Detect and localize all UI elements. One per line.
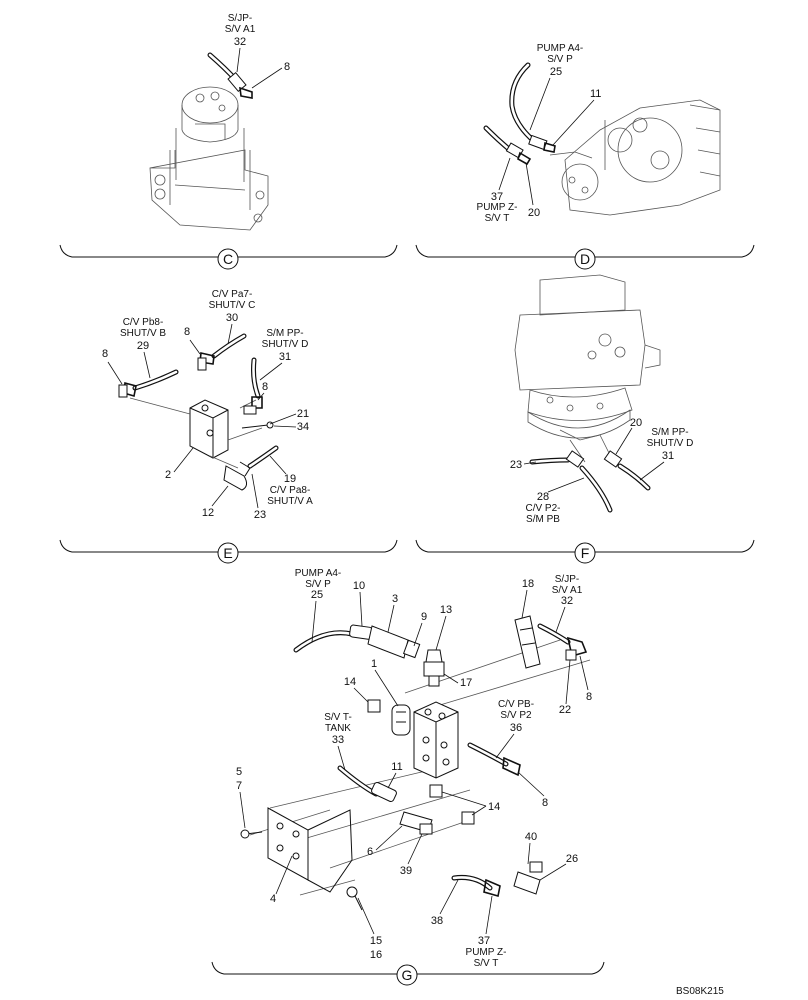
label-d-pump-z-1: PUMP Z- [477,202,518,213]
callout-g-7: 7 [236,780,242,792]
callout-g-25: 25 [311,589,323,601]
callout-d-37: 37 [491,191,503,203]
callout-g-14-bottom: 14 [488,801,500,813]
label-e-cv-pa8-2: SHUT/V A [267,496,313,507]
label-d-pump-z-2: S/V T [485,213,510,224]
callout-g-18: 18 [522,578,534,590]
pump-ghost [549,99,721,216]
label-g-cv-pb-1: C/V PB- [498,699,534,710]
callout-c-8: 8 [284,61,290,73]
callout-g-8-lower: 8 [542,797,548,809]
callout-g-22: 22 [559,704,571,716]
callout-g-33: 33 [332,734,344,746]
callout-g-10: 10 [353,580,365,592]
diagram-id: BS08K215 [676,986,724,997]
callout-f-20: 20 [630,417,642,429]
view-letter-e: E [223,545,232,561]
view-d: PUMP A4- S/V P 25 11 37 PUMP Z- S/V T 20… [415,43,755,270]
callout-e-8-right: 8 [262,381,268,393]
view-c: S/JP- S/V A1 32 8 C [59,13,398,270]
label-g-sjp-1: S/JP- [555,574,579,585]
label-f-cv-p2-1: C/V P2- [525,503,560,514]
shut-valve-block [189,399,229,459]
label-g-pump-a4-2: S/V P [305,579,331,590]
label-c-sjp-1: S/JP- [228,13,252,24]
callout-d-25: 25 [550,66,562,78]
callout-d-11: 11 [590,88,601,100]
label-g-pump-z-2: S/V T [474,958,499,969]
view-e: C/V Pa7- SHUT/V C 30 8 C/V Pb8- SHUT/V B… [59,289,398,564]
callout-e-19: 19 [284,473,296,485]
view-letter-d: D [580,251,590,267]
label-e-cv-pa7-2: SHUT/V C [209,300,256,311]
callout-e-23: 23 [254,509,266,521]
callout-g-8-upper: 8 [586,691,592,703]
callout-f-23: 23 [510,459,522,471]
label-g-pump-z-1: PUMP Z- [466,947,507,958]
label-c-sjp-2: S/V A1 [225,24,256,35]
callout-g-38: 38 [431,915,443,927]
view-letter-c: C [223,251,233,267]
label-e-cv-pa7-1: C/V Pa7- [212,289,253,300]
callout-g-39: 39 [400,865,412,877]
callout-e-2: 2 [165,469,171,481]
callout-g-16: 16 [370,949,382,961]
callout-g-4: 4 [270,893,276,905]
callout-f-28: 28 [537,491,549,503]
label-g-cv-pb-2: S/V P2 [500,710,532,721]
solenoid-valve-block [391,701,459,779]
callout-d-20: 20 [528,207,540,219]
callout-e-29: 29 [137,340,149,352]
label-f-cv-p2-2: S/M PB [526,514,560,525]
label-g-pump-a4-1: PUMP A4- [295,568,342,579]
view-letter-g: G [402,967,413,983]
callout-g-13: 13 [440,604,452,616]
callout-c-32: 32 [234,36,246,48]
callout-e-8-top: 8 [184,326,190,338]
callout-e-34: 34 [297,421,309,433]
label-g-sv-tank-1: S/V T- [324,712,352,723]
label-g-sjp-2: S/V A1 [552,585,583,596]
label-d-pump-a4-1: PUMP A4- [537,43,584,54]
swing-motor-ghost [514,274,661,463]
callout-g-15: 15 [370,935,382,947]
callout-f-31: 31 [662,450,674,462]
callout-g-6: 6 [367,846,373,858]
label-e-sm-pp-1: S/M PP- [266,328,303,339]
callout-e-21: 21 [297,408,309,420]
view-letter-f: F [581,545,590,561]
label-e-cv-pa8-1: C/V Pa8- [270,485,311,496]
callout-g-9: 9 [421,611,427,623]
label-e-cv-pb8-1: C/V Pb8- [123,317,164,328]
callout-e-31: 31 [279,351,291,363]
label-d-pump-a4-2: S/V P [547,54,573,65]
callout-g-5: 5 [236,766,242,778]
callout-g-32: 32 [561,595,573,607]
callout-e-8-left: 8 [102,348,108,360]
callout-g-17: 17 [460,677,472,689]
callout-g-1: 1 [371,658,377,670]
swivel-joint-ghost [149,86,269,231]
label-e-cv-pb8-2: SHUT/V B [120,328,166,339]
view-g: PUMP A4- S/V P 25 10 3 9 13 18 S/JP- S/V… [211,568,605,986]
label-e-sm-pp-2: SHUT/V D [262,339,309,350]
callout-e-30: 30 [226,312,238,324]
callout-g-14-top: 14 [344,676,356,688]
view-f: 20 S/M PP- SHUT/V D 31 23 28 C/V P2- S/M… [415,274,755,564]
label-f-sm-pp-2: SHUT/V D [647,438,694,449]
label-f-sm-pp-1: S/M PP- [651,427,688,438]
callout-g-3: 3 [392,593,398,605]
callout-g-11: 11 [391,761,402,773]
callout-g-37: 37 [478,935,490,947]
callout-g-40: 40 [525,831,537,843]
callout-g-26: 26 [566,853,578,865]
callout-g-36: 36 [510,722,522,734]
callout-e-12: 12 [202,507,214,519]
label-g-sv-tank-2: TANK [325,723,351,734]
